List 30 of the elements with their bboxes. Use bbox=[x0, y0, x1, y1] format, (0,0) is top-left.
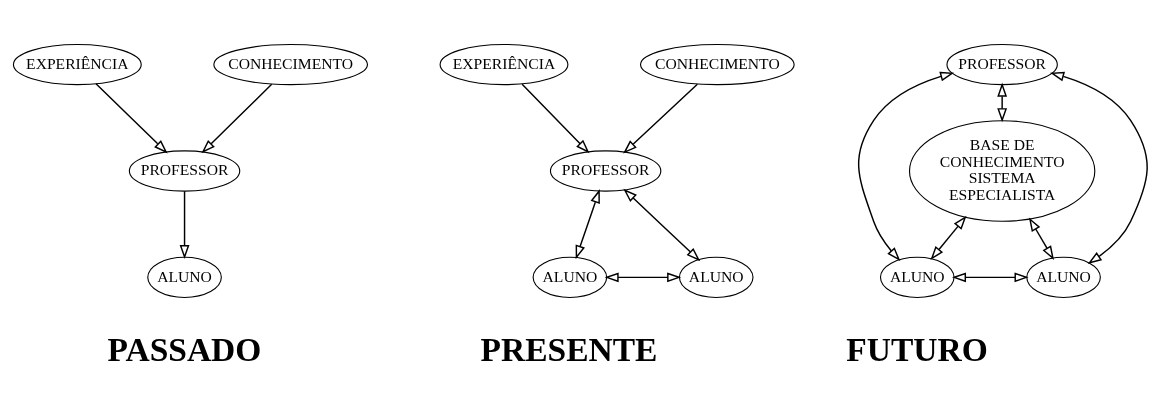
arrow bbox=[201, 83, 273, 153]
arrow bbox=[604, 271, 682, 282]
node-ellipse: EXPERIÊNCIA bbox=[12, 43, 142, 85]
label: FUTURO bbox=[846, 330, 988, 368]
arrow bbox=[1050, 71, 1148, 264]
node-ellipse: PROFESSOR bbox=[946, 43, 1058, 85]
arrow bbox=[521, 83, 590, 153]
arrow bbox=[623, 188, 701, 261]
label: PASSADO bbox=[107, 330, 262, 368]
arrow bbox=[179, 189, 190, 259]
node-ellipse: BASE DE CONHECIMENTO SISTEMA ESPECIALISTA bbox=[908, 119, 1096, 222]
arrow bbox=[623, 83, 699, 154]
node-ellipse: ALUNO bbox=[1026, 256, 1101, 298]
arrow bbox=[930, 215, 967, 260]
node-ellipse: CONHECIMENTO bbox=[213, 43, 368, 85]
node-ellipse: CONHECIMENTO bbox=[640, 43, 795, 85]
node-ellipse: PROFESSOR bbox=[549, 149, 662, 192]
node-ellipse: ALUNO bbox=[678, 256, 754, 298]
label: PRESENTE bbox=[480, 330, 658, 368]
arrow bbox=[857, 71, 955, 261]
arrow bbox=[997, 82, 1008, 122]
node-ellipse: ALUNO bbox=[879, 256, 955, 298]
arrow bbox=[95, 82, 168, 153]
arrow bbox=[951, 271, 1029, 282]
node-ellipse: EXPERIÊNCIA bbox=[439, 43, 569, 85]
node-ellipse: PROFESSOR bbox=[128, 149, 241, 192]
node-ellipse: ALUNO bbox=[532, 256, 608, 298]
arrow bbox=[575, 188, 600, 259]
node-ellipse: ALUNO bbox=[147, 256, 222, 298]
arrow bbox=[1028, 216, 1054, 260]
